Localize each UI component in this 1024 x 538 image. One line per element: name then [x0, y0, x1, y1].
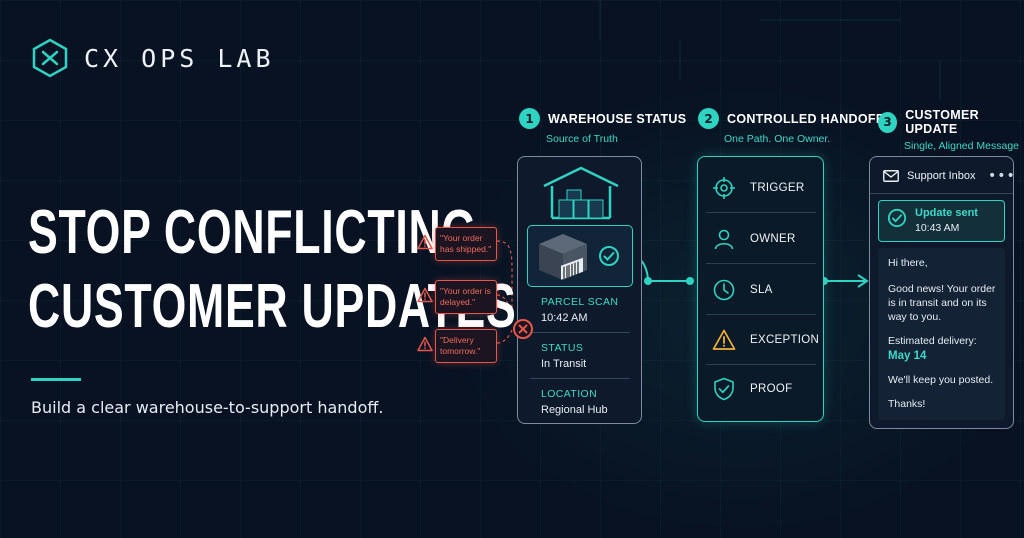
step-title: CUSTOMER UPDATE	[905, 108, 979, 136]
target-icon	[713, 177, 735, 199]
headline-line-2: CUSTOMER UPDATES	[28, 272, 517, 341]
controlled-handoff-panel	[697, 156, 824, 422]
update-time: 10:43 AM	[915, 222, 960, 234]
step-customer-update: 3 CUSTOMER UPDATE Single, Aligned Messag…	[878, 108, 1024, 152]
page-subline: Build a clear warehouse-to-support hando…	[31, 398, 384, 417]
brand-name: CX OPS LAB	[84, 43, 275, 73]
step-controlled-handoff: 2 CONTROLLED HANDOFF One Path. One Owner…	[698, 108, 884, 145]
step-number: 3	[878, 111, 898, 133]
check-circle-icon	[599, 246, 619, 266]
conflict-message-tomorrow: "Delivery tomorrow."	[435, 329, 497, 363]
delivery-label: Estimated delivery:	[888, 335, 977, 347]
warning-triangle-icon	[417, 336, 433, 352]
divider	[706, 263, 816, 264]
clock-icon	[713, 279, 735, 301]
divider	[530, 378, 630, 379]
field-parcel-scan: PARCEL SCAN 10:42 AM	[541, 296, 618, 324]
brand-logo: CX OPS LAB	[30, 38, 275, 78]
headline-line-1: STOP CONFLICTING	[28, 198, 477, 267]
step-warehouse-status: 1 WAREHOUSE STATUS Source of Truth	[519, 108, 686, 145]
step-number: 1	[519, 108, 540, 129]
message-body	[878, 248, 1005, 420]
more-options-icon[interactable]: •••	[988, 168, 1016, 184]
warning-triangle-icon	[417, 234, 433, 250]
field-value: 10:42 AM	[541, 312, 588, 324]
conflict-message-delayed: "Your order is delayed."	[435, 280, 497, 314]
message-signoff: Thanks!	[888, 398, 926, 410]
inbox-title: Support Inbox	[907, 170, 976, 182]
handoff-label: EXCEPTION	[750, 334, 820, 346]
delivery-date: May 14	[888, 350, 927, 362]
handoff-label: SLA	[750, 284, 773, 296]
step-number: 2	[698, 108, 719, 129]
step-title: WAREHOUSE STATUS	[548, 111, 687, 126]
handoff-item-sla: SLA	[712, 278, 773, 302]
divider	[706, 212, 816, 213]
warehouse-icon	[543, 166, 619, 220]
inbox-header: Support Inbox	[883, 170, 976, 182]
check-circle-icon	[887, 208, 907, 228]
divider	[530, 332, 630, 333]
handoff-label: PROOF	[750, 383, 793, 395]
handoff-item-exception: EXCEPTION	[712, 328, 819, 352]
divider	[706, 364, 816, 365]
divider	[706, 314, 816, 315]
hexagon-cx-logo-icon	[32, 38, 68, 78]
field-label: PARCEL SCAN	[541, 296, 619, 308]
handoff-label: OWNER	[750, 233, 796, 245]
accent-rule	[31, 378, 81, 381]
update-sent-card: Update sent 10:43 AM	[878, 200, 1005, 242]
handoff-item-trigger: TRIGGER	[712, 176, 805, 200]
field-value: Regional Hub	[541, 404, 608, 416]
person-icon	[714, 229, 734, 250]
warning-triangle-icon	[417, 287, 433, 303]
field-status: STATUS In Transit	[541, 342, 586, 370]
field-value: In Transit	[541, 358, 587, 370]
page-headline: STOP CONFLICTING CUSTOMER UPDATES	[28, 196, 517, 344]
field-label: STATUS	[541, 342, 584, 354]
step-title: CONTROLLED HANDOFF	[727, 111, 884, 126]
message-greeting: Hi there,	[888, 257, 928, 269]
package-box-icon	[539, 234, 587, 280]
message-closing: We'll keep you posted.	[888, 374, 994, 386]
step-subtitle: Source of Truth	[546, 133, 618, 145]
step-subtitle: Single, Aligned Message	[904, 140, 1019, 152]
handoff-item-owner: OWNER	[712, 227, 796, 251]
update-title: Update sent	[915, 207, 978, 219]
x-circle-icon	[513, 319, 533, 339]
handoff-label: TRIGGER	[750, 182, 805, 194]
handoff-item-proof: PROOF	[712, 377, 792, 401]
shield-check-icon	[714, 377, 734, 401]
warning-triangle-icon	[712, 329, 736, 350]
field-location: LOCATION Regional Hub	[541, 388, 608, 416]
field-label: LOCATION	[541, 388, 598, 400]
envelope-icon	[883, 170, 899, 182]
step-subtitle: One Path. One Owner.	[724, 133, 831, 145]
divider	[870, 193, 1013, 194]
message-text: Good news! Your order is in transit and …	[888, 283, 996, 323]
conflict-message-shipped: "Your order has shipped."	[435, 227, 497, 261]
